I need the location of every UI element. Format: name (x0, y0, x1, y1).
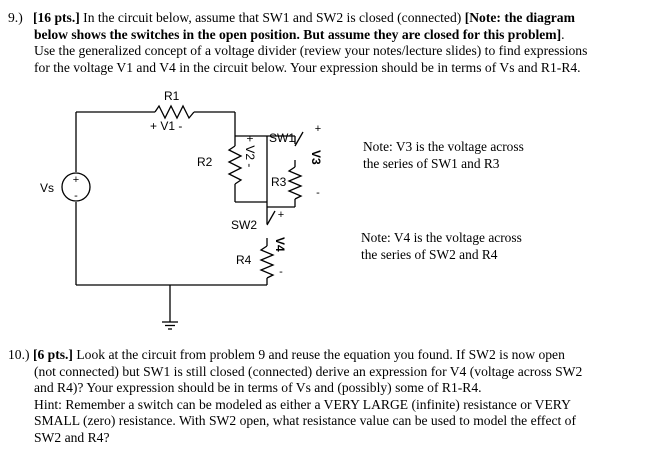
problem-9-line-4: for the voltage V1 and V4 in the circuit… (34, 59, 581, 75)
v4-note: Note: V4 is the voltage across the serie… (361, 230, 522, 263)
problem-10-line-2: (not connected) but SW1 is still closed … (34, 363, 583, 379)
problem-text: . (561, 26, 565, 42)
problem-9-line-3: Use the generalized concept of a voltage… (34, 43, 588, 59)
note-line: Note: V3 is the voltage across (363, 139, 524, 154)
problem-10-line-3: and R4)? Your expression should be in te… (34, 380, 482, 396)
r1-label: R1 (164, 89, 180, 103)
note-line: the series of SW1 and R3 (363, 155, 500, 171)
resistor-r1 (154, 104, 195, 120)
source-minus: - (74, 190, 78, 202)
note-line: the series of SW2 and R4 (361, 246, 498, 262)
problem-number: 9.) (8, 10, 23, 25)
resistor-r4 (259, 245, 275, 279)
v4-minus: - (279, 266, 283, 278)
problem-10-line-4: Hint: Remember a switch can be modeled a… (34, 396, 571, 412)
v3-plus: + (315, 123, 321, 135)
v2-label: + V2 - (243, 135, 257, 167)
problem-9-line-2: below shows the switches in the open pos… (8, 27, 658, 44)
problem-10-line-6: SW2 and R4? (34, 429, 110, 445)
resistor-r3 (287, 166, 303, 200)
r2-label: R2 (197, 155, 213, 169)
problem-9: 9.) [16 pts.] In the circuit below, assu… (8, 10, 658, 76)
problem-10: 10.) [6 pts.] Look at the circuit from p… (8, 347, 658, 447)
problem-text: Look at the circuit from problem 9 and r… (72, 347, 565, 362)
source-label: Vs (40, 181, 54, 195)
diagram-note: below shows the switches in the open pos… (34, 26, 562, 42)
problem-10-line-1: 10.) [6 pts.] Look at the circuit from p… (8, 347, 658, 364)
problem-number: 10.) (8, 347, 30, 362)
voltage-source (61, 172, 91, 202)
points-badge: [16 pts.] (32, 10, 80, 25)
v3-minus: - (316, 187, 320, 199)
v3-label: V3 (309, 150, 323, 165)
switch-sw2 (266, 210, 276, 226)
v4-label: V4 (273, 237, 287, 252)
resistor-r2 (227, 145, 243, 185)
problem-9-line-1: 9.) [16 pts.] In the circuit below, assu… (8, 10, 658, 27)
v1-label: + V1 - (150, 119, 182, 133)
sw2-label: SW2 (231, 218, 257, 232)
note-line: Note: V4 is the voltage across (361, 230, 522, 245)
source-plus: + (73, 174, 79, 186)
v4-plus: + (278, 209, 284, 221)
switch-sw1 (294, 131, 304, 147)
r3-label: R3 (271, 175, 287, 189)
r4-label: R4 (236, 253, 252, 267)
v3-note: Note: V3 is the voltage across the serie… (363, 139, 524, 172)
points-badge: [6 pts.] (32, 347, 73, 362)
diagram-note: [Note: the diagram (464, 10, 575, 25)
sw1-label: SW1 (269, 131, 295, 145)
problem-text: In the circuit below, assume that SW1 an… (79, 10, 465, 25)
problem-10-line-5: SMALL (zero) resistance. With SW2 open, … (34, 413, 577, 429)
